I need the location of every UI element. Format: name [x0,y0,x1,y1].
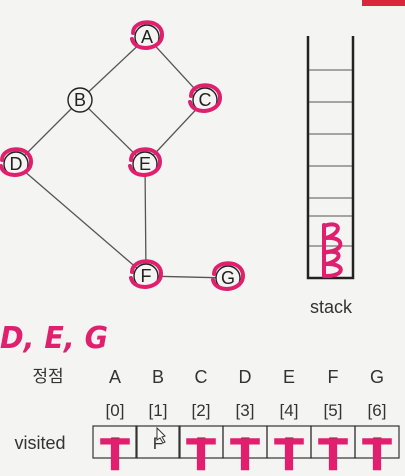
visited-label: visited [14,433,65,453]
handwritten-note: D, E, G [0,321,108,356]
column-index-E: [4] [280,401,299,420]
vertex-E: E [132,151,158,177]
stack-handwritten-items [322,222,343,279]
vertex-G: G [215,265,241,291]
handwritten-visited-C: T [186,430,216,476]
vertex-B: B [67,87,93,113]
vertex-label-E: E [139,154,151,174]
visited-value-E: F [284,434,294,453]
ink-circle-C [188,83,222,113]
edge-A-C [154,45,198,92]
vertex-D: D [3,151,29,177]
ink-circle-G [211,261,245,291]
ink-circle-D [0,147,33,177]
edge-C-E [152,108,198,156]
edge-B-E [88,107,137,157]
edge-E-F [144,175,147,265]
edge-B-D [24,108,72,156]
vertex-label-B: B [74,90,86,110]
visited-value-D: F [240,434,250,453]
column-index-G: [6] [368,401,387,420]
visited-cell-G [354,425,400,459]
vertex-label-C: C [199,90,212,110]
column-header-A: A [109,367,121,387]
edge-A-B [88,44,139,93]
visited-value-C: F [196,434,206,453]
column-header-F: F [328,367,339,387]
graph-vertices: A B C D E F G [3,24,241,291]
visited-cell-B [135,425,181,459]
vertex-label-A: A [141,27,153,47]
ink-circle-F [129,259,163,289]
vertex-circle-marks [0,20,245,291]
stack-label: stack [310,297,353,317]
vertex-label-G: G [221,268,235,288]
visited-value-G: F [372,434,382,453]
column-header-E: E [283,367,295,387]
vertex-C: C [192,87,218,113]
vertex-label-D: D [10,154,23,174]
edge-D-F [24,171,138,269]
vertex-label-F: F [141,266,152,286]
visited-value-B: F [153,434,163,453]
visited-value-F: F [328,434,338,453]
handwritten-visited-A: T [100,430,130,476]
stack: stack [306,36,355,317]
visited-cell-A [92,425,138,459]
handwritten-visited-G: T [362,430,392,476]
vertex-A: A [134,24,160,50]
visited-table: 정점 visited A B C D E F G [0] [1] [2] [3] [4] [5] [6]… [14,367,400,476]
accent-bar [362,0,405,6]
visited-value-A: F [110,434,120,453]
column-index-A: [0] [106,401,125,420]
column-index-D: [3] [236,401,255,420]
column-index-B: [1] [149,401,168,420]
graph-edges [24,44,217,279]
handwritten-visited-D: T [230,430,260,476]
pointer-cursor-icon [156,426,166,444]
edge-F-G [157,275,217,279]
ink-circle-E [128,147,162,177]
column-header-D: D [239,367,252,387]
column-index-C: [2] [192,401,211,420]
ink-circle-A [130,20,164,50]
column-header-C: C [195,367,208,387]
column-header-B: B [152,367,164,387]
column-index-F: [5] [324,401,343,420]
row-header: 정점 [32,367,63,386]
handwritten-visited-E: T [274,430,304,476]
handwritten-visited-F: T [318,430,348,476]
column-header-G: G [370,367,384,387]
